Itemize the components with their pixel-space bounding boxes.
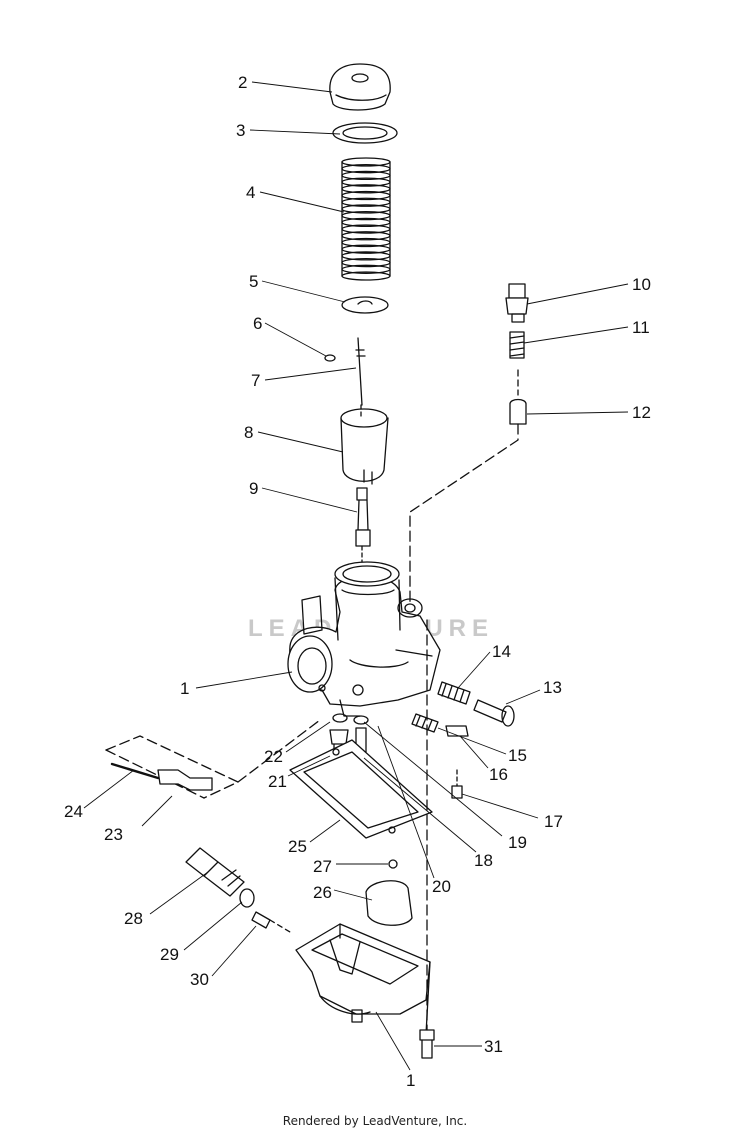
part-small-screw bbox=[451, 769, 463, 799]
part-adjuster-screw bbox=[505, 283, 529, 323]
part-pilot-screw bbox=[411, 713, 469, 737]
callout-17: 17 bbox=[544, 812, 563, 831]
callout-13: 13 bbox=[543, 678, 562, 697]
callout-20: 20 bbox=[432, 877, 451, 896]
callout-2: 2 bbox=[238, 73, 247, 92]
callout-26: 26 bbox=[313, 883, 332, 902]
part-idle-screw bbox=[473, 699, 515, 727]
callout-5: 5 bbox=[249, 272, 258, 291]
callout-23: 23 bbox=[104, 825, 123, 844]
part-float-bowl bbox=[295, 923, 431, 1035]
callout-19: 19 bbox=[508, 833, 527, 852]
part-float-bowl-gasket bbox=[289, 739, 433, 839]
callout-21: 21 bbox=[268, 772, 287, 791]
callout-3: 3 bbox=[236, 121, 245, 140]
part-drain-washer bbox=[239, 888, 255, 908]
part-throttle-slide bbox=[340, 408, 389, 485]
callout-1-bowl: 1 bbox=[406, 1071, 415, 1090]
part-carburetor-body bbox=[287, 561, 441, 717]
part-float-valve bbox=[388, 859, 398, 869]
callout-11: 11 bbox=[632, 318, 650, 337]
callout-18: 18 bbox=[474, 851, 493, 870]
callout-16: 16 bbox=[489, 765, 508, 784]
part-needle-jet bbox=[355, 487, 371, 547]
callout-4: 4 bbox=[246, 183, 255, 202]
callout-22: 22 bbox=[264, 747, 283, 766]
part-plunger bbox=[509, 369, 527, 425]
part-spring-plate bbox=[341, 296, 389, 314]
callout-25: 25 bbox=[288, 837, 307, 856]
callout-10: 10 bbox=[632, 275, 651, 294]
part-drain-bolt bbox=[185, 847, 245, 897]
callout-24: 24 bbox=[64, 802, 83, 821]
callout-12: 12 bbox=[632, 403, 651, 422]
callout-15: 15 bbox=[508, 746, 527, 765]
callout-31: 31 bbox=[484, 1037, 503, 1056]
callout-8: 8 bbox=[244, 423, 253, 442]
part-bowl-screw bbox=[419, 619, 435, 1059]
part-idle-spring bbox=[437, 681, 471, 705]
callout-labels: 1 2 3 4 5 6 7 8 9 10 11 12 13 14 15 16 1… bbox=[64, 73, 651, 1090]
callout-1: 1 bbox=[180, 679, 189, 698]
part-jet-needle bbox=[355, 337, 366, 406]
part-small-spring bbox=[509, 331, 525, 359]
part-cap bbox=[329, 63, 391, 111]
callout-30: 30 bbox=[190, 970, 209, 989]
part-spring bbox=[341, 157, 391, 281]
callout-7: 7 bbox=[251, 371, 260, 390]
part-float-arm-group bbox=[105, 719, 321, 799]
callout-9: 9 bbox=[249, 479, 258, 498]
part-float bbox=[365, 880, 413, 926]
part-clip bbox=[324, 354, 336, 362]
callout-27: 27 bbox=[313, 857, 332, 876]
callout-6: 6 bbox=[253, 314, 262, 333]
callout-14: 14 bbox=[492, 642, 511, 661]
part-washer bbox=[332, 122, 398, 144]
footer-credit: Rendered by LeadVenture, Inc. bbox=[282, 1114, 468, 1128]
callout-29: 29 bbox=[160, 945, 179, 964]
callout-28: 28 bbox=[124, 909, 143, 928]
part-drain-jet bbox=[251, 911, 291, 933]
